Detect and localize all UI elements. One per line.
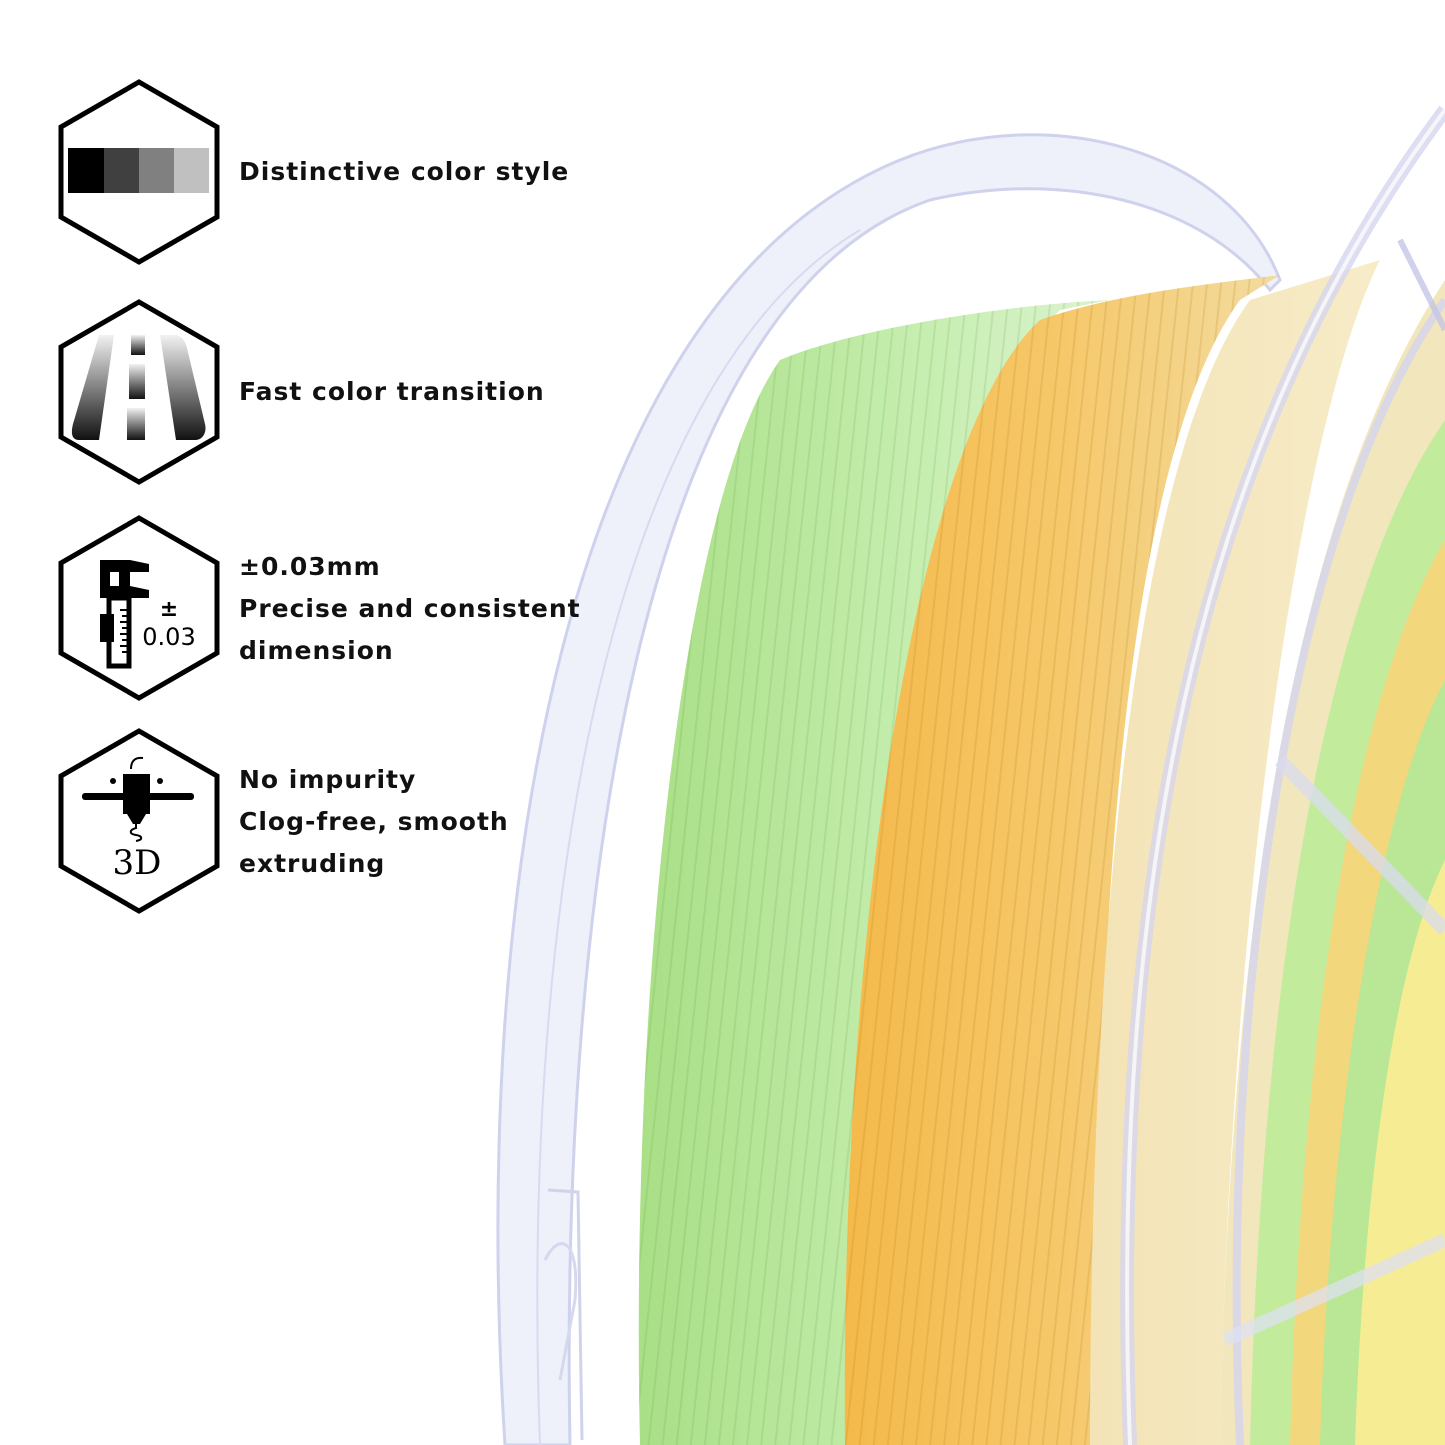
feature-text: No impurity Clog-free, smooth extruding bbox=[239, 759, 509, 885]
feature-list: Distinctive color style Fast c bbox=[0, 0, 600, 1445]
feature-line: No impurity bbox=[239, 765, 417, 794]
feature-text: Distinctive color style bbox=[239, 151, 569, 193]
caliper-value-label: 0.03 bbox=[142, 623, 195, 651]
feature-line: Fast color transition bbox=[239, 377, 545, 406]
feature-line: extruding bbox=[239, 849, 386, 878]
swatch-gray bbox=[139, 148, 174, 193]
feature-line: Distinctive color style bbox=[239, 157, 570, 186]
caliper-icon: ± 0.03 bbox=[57, 514, 221, 702]
swatch-light-gray bbox=[174, 148, 209, 193]
caliper-pm-label: ± bbox=[160, 597, 178, 622]
feature-line: dimension bbox=[239, 636, 394, 665]
feature-line: ±0.03mm bbox=[239, 552, 381, 581]
feature-line: Precise and consistent bbox=[239, 594, 581, 623]
feature-text: ±0.03mm Precise and consistent dimension bbox=[239, 546, 581, 672]
3d-label: 3D bbox=[113, 843, 162, 883]
swatch-dark-gray bbox=[104, 148, 139, 193]
road-gradient-icon bbox=[57, 298, 221, 486]
swatch-black bbox=[68, 148, 104, 193]
3d-printer-nozzle-icon: 3D bbox=[57, 727, 221, 915]
color-swatch-icon bbox=[57, 78, 221, 266]
feature-line: Clog-free, smooth bbox=[239, 807, 509, 836]
feature-text: Fast color transition bbox=[239, 371, 545, 413]
